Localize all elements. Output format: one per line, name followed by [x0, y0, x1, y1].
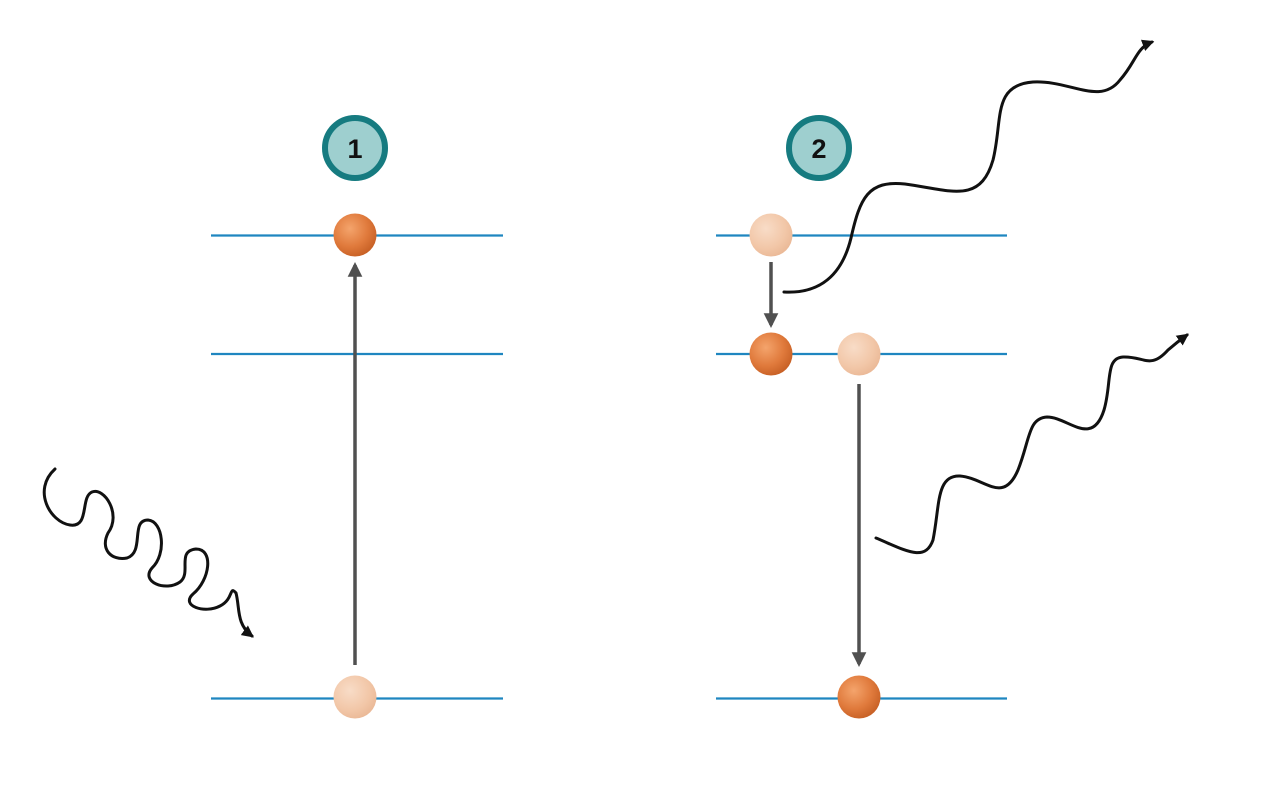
incoming-photon-wave — [42, 467, 254, 638]
emitted-photon-wave-1 — [782, 39, 1155, 294]
step-badge-1: 1 — [322, 115, 388, 181]
particle-ground-active — [837, 675, 881, 719]
emitted-photon-wave-2 — [874, 333, 1189, 555]
step-label-1: 1 — [347, 134, 362, 164]
step-badge-2: 2 — [786, 115, 852, 181]
panel-2: 2 — [716, 39, 1189, 719]
particle-upper-active — [333, 213, 377, 257]
step-label-2: 2 — [811, 134, 826, 164]
particle-ground-faded — [333, 675, 377, 719]
particle-upper-faded — [749, 213, 793, 257]
particle-middle-faded — [837, 332, 881, 376]
particle-middle-active — [749, 332, 793, 376]
panel-1: 1 — [42, 115, 503, 719]
